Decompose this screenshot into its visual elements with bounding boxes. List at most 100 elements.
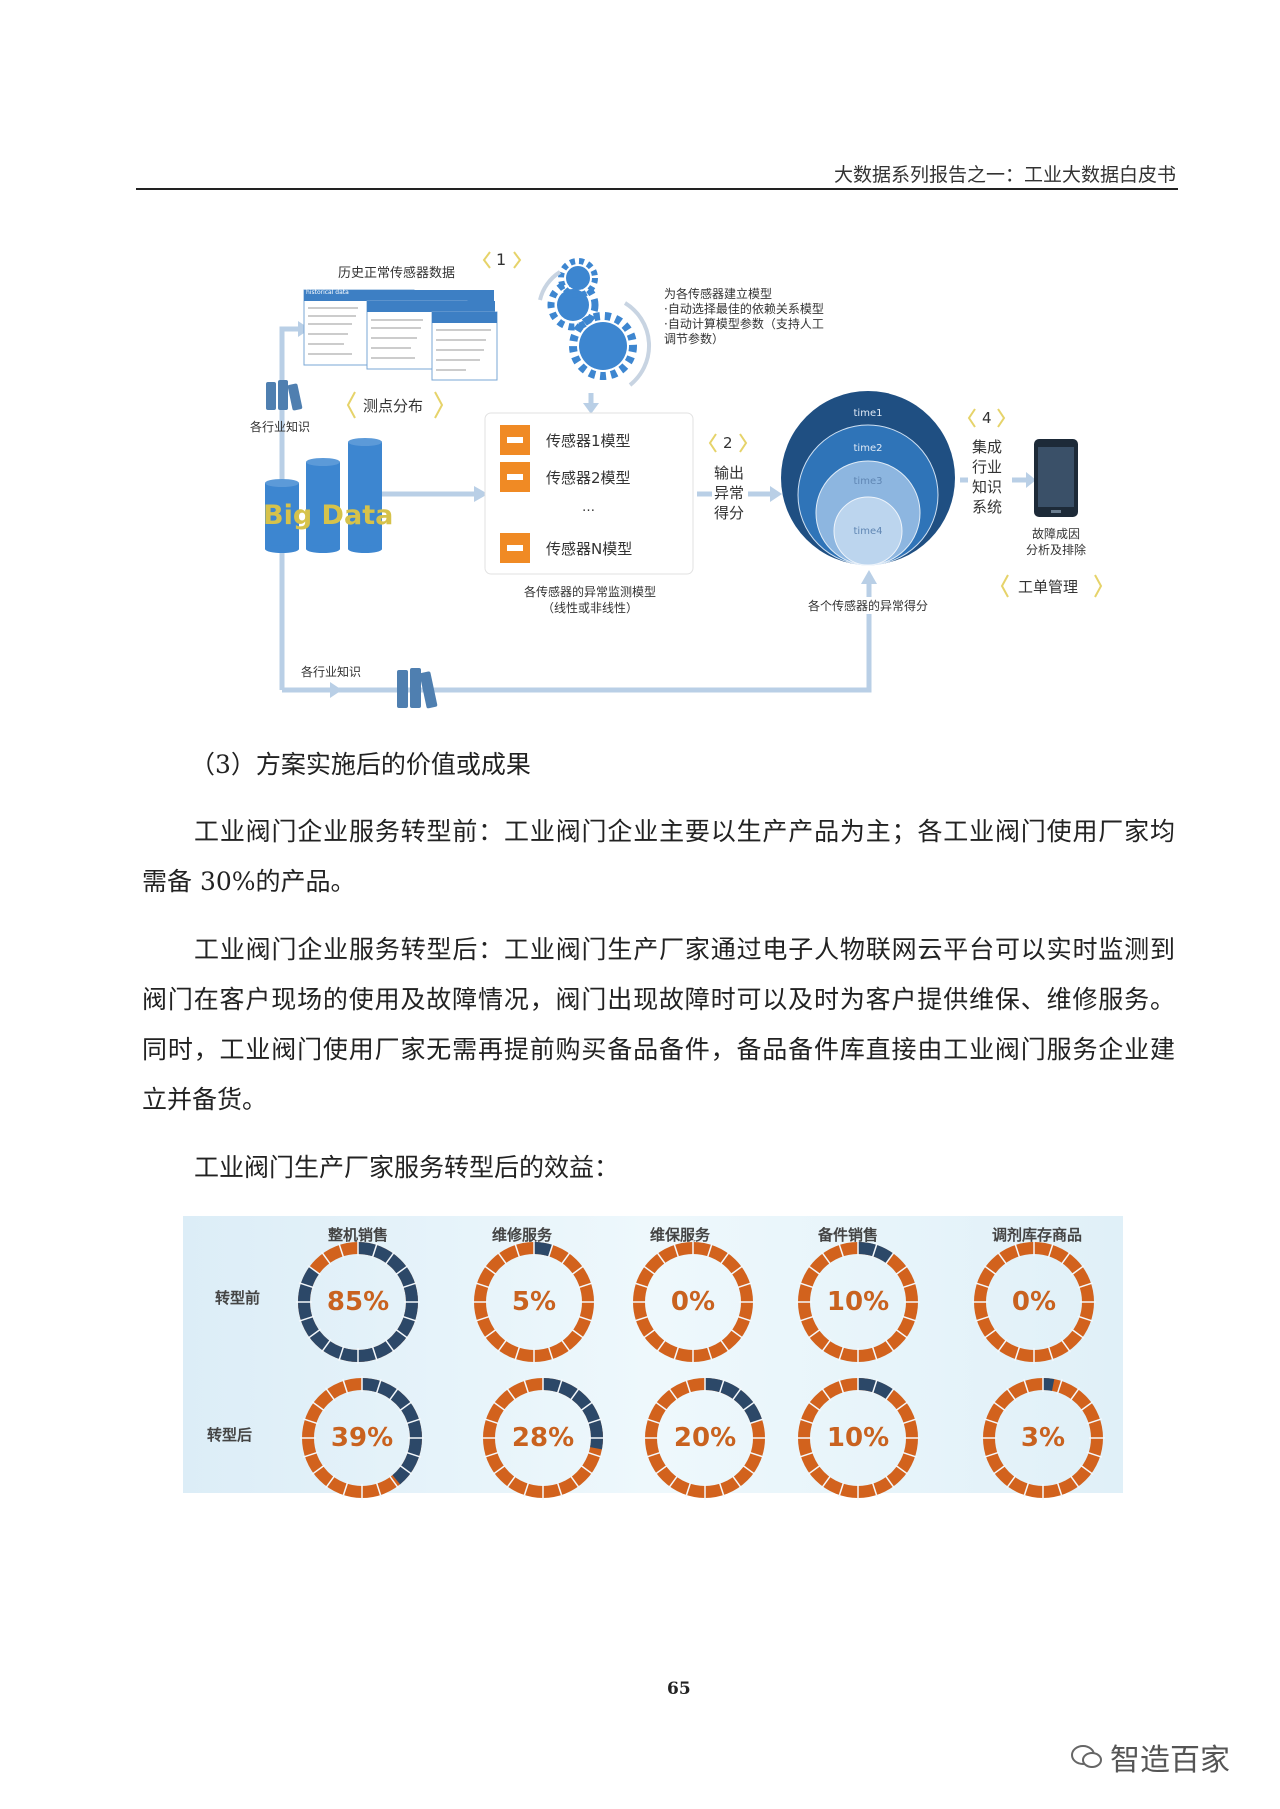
- donut-segment-divider: [719, 1338, 731, 1353]
- donut-segment-divider: [492, 1464, 507, 1476]
- donut-segment-divider: [642, 1264, 657, 1276]
- donut-segment-divider: [884, 1338, 896, 1353]
- donut-value-label: 10%: [826, 1423, 890, 1453]
- donut-segment-divider: [1056, 1481, 1063, 1498]
- donut-segment-divider: [371, 1242, 378, 1259]
- donut-segment-divider: [560, 1251, 572, 1266]
- page-number: 65: [667, 1679, 691, 1699]
- donut-segment-divider: [1069, 1474, 1081, 1489]
- donut-segment-divider: [1079, 1400, 1094, 1412]
- donut-value-label: 0%: [670, 1287, 716, 1317]
- donut-segment-divider: [324, 1387, 336, 1402]
- donut-segment-divider: [342, 1481, 349, 1498]
- donut-segment-divider: [685, 1481, 692, 1498]
- donut-segment-divider: [320, 1251, 332, 1266]
- donut-segment-divider: [384, 1251, 396, 1266]
- historical-data-label: 历史正常传感器数据: [338, 266, 456, 281]
- donut-value-label: 5%: [511, 1287, 557, 1317]
- measure-points-label: 测点分布: [363, 397, 424, 415]
- donut-value-label: 20%: [673, 1423, 737, 1453]
- books-icon-bottom: [397, 668, 438, 709]
- donut-segment-divider: [871, 1345, 878, 1362]
- donut-segment-divider: [1086, 1451, 1103, 1458]
- donut-segment-divider: [1060, 1251, 1072, 1266]
- donut-segment-divider: [996, 1338, 1008, 1353]
- donut-segment-divider: [901, 1315, 918, 1322]
- donut-segment-divider: [654, 1464, 669, 1476]
- donut-segment-divider: [655, 1251, 667, 1266]
- donut-segment-divider: [307, 1264, 322, 1276]
- sensor-n-model: 传感器N模型: [546, 540, 633, 558]
- donut-segment-divider: [1047, 1345, 1054, 1362]
- donut-segment-divider: [798, 1418, 815, 1425]
- books-icon-top: [266, 380, 303, 411]
- donut-segment-divider: [569, 1474, 581, 1489]
- time2-label: time2: [853, 443, 883, 454]
- donut-segment-divider: [731, 1474, 743, 1489]
- donut-segment-divider: [633, 1282, 650, 1289]
- donut-segment-divider: [992, 1400, 1007, 1412]
- donut-segment-divider: [586, 1451, 603, 1458]
- donut-segment-divider: [405, 1451, 422, 1458]
- para2-line: 同时，工业阀门使用厂家无需再提前购买备品备件，备品备件库直接由工业阀门服务企业建: [142, 1035, 1175, 1064]
- donut-segment-divider: [388, 1474, 400, 1489]
- donut-segment-divider: [1005, 1474, 1017, 1489]
- donut-segment-divider: [884, 1474, 896, 1489]
- donut-segment-divider: [871, 1481, 878, 1498]
- donut-segment-divider: [547, 1345, 554, 1362]
- row-header-after: 转型后: [207, 1426, 253, 1444]
- donut-segment-divider: [1070, 1328, 1085, 1340]
- donut-segment-divider: [375, 1481, 382, 1498]
- donut-segment-divider: [685, 1378, 692, 1395]
- col-header: 维修服务: [491, 1226, 553, 1244]
- sensor-scores-label: 各个传感器的异常得分: [790, 597, 946, 614]
- donut-segment-divider: [736, 1315, 753, 1322]
- donut-segment-divider: [654, 1400, 669, 1412]
- donut-segment-divider: [894, 1328, 909, 1340]
- section-heading: （3）方案实施后的价值或成果: [190, 750, 531, 779]
- donut-segment-divider: [388, 1387, 400, 1402]
- donut-segment-divider: [655, 1338, 667, 1353]
- step-1-label: 1: [496, 250, 507, 269]
- donut-segment-divider: [514, 1242, 521, 1259]
- running-header: 大数据系列报告之一：工业大数据白皮书: [833, 164, 1176, 186]
- donut-segment-divider: [645, 1418, 662, 1425]
- process-diagram: [265, 251, 1103, 709]
- donut-segment-divider: [342, 1378, 349, 1395]
- donut-segment-divider: [570, 1264, 585, 1276]
- fault-analysis-label: 故障成因分析及排除: [1025, 527, 1086, 557]
- donut-segment-divider: [706, 1345, 713, 1362]
- donut-segment-divider: [718, 1378, 725, 1395]
- para2-line: 立并备货。: [142, 1085, 268, 1114]
- donut-segment-divider: [311, 1464, 326, 1476]
- donut-segment-divider: [974, 1282, 991, 1289]
- donut-segment-divider: [338, 1242, 345, 1259]
- donut-segment-divider: [394, 1264, 409, 1276]
- step-4-label: 4: [982, 409, 992, 427]
- donut-segment-divider: [1014, 1345, 1021, 1362]
- donut-segment-divider: [633, 1315, 650, 1322]
- donut-segment-divider: [838, 1378, 845, 1395]
- donut-segment-divider: [1077, 1282, 1094, 1289]
- donut-segment-divider: [556, 1378, 563, 1395]
- step-2-label: 2: [723, 434, 733, 452]
- donut-segment-divider: [1070, 1264, 1085, 1276]
- phone-icon: [1034, 439, 1078, 517]
- donut-segment-divider: [1079, 1464, 1094, 1476]
- sensor-ellipsis: …: [582, 500, 595, 515]
- model-description: 为各传感器建立模型·自动选择最佳的依赖关系模型·自动计算模型参数（支持人工调节参…: [664, 287, 824, 346]
- donut-segment-divider: [807, 1328, 822, 1340]
- header-rule: [136, 188, 1178, 190]
- row-header-before: 转型前: [215, 1289, 261, 1307]
- sensor-2-model: 传感器2模型: [546, 469, 631, 487]
- donut-segment-divider: [483, 1451, 500, 1458]
- donut-segment-divider: [401, 1315, 418, 1322]
- donut-segment-divider: [556, 1481, 563, 1498]
- donut-segment-divider: [1023, 1378, 1030, 1395]
- para2-line: 工业阀门企业服务转型后：工业阀门生产厂家通过电子人物联网云平台可以实时监测到: [194, 935, 1175, 964]
- donut-value-label: 3%: [1020, 1423, 1066, 1453]
- sensor-1-model: 传感器1模型: [546, 432, 631, 450]
- donut-segment-divider: [884, 1387, 896, 1402]
- donut-segment-divider: [807, 1464, 822, 1476]
